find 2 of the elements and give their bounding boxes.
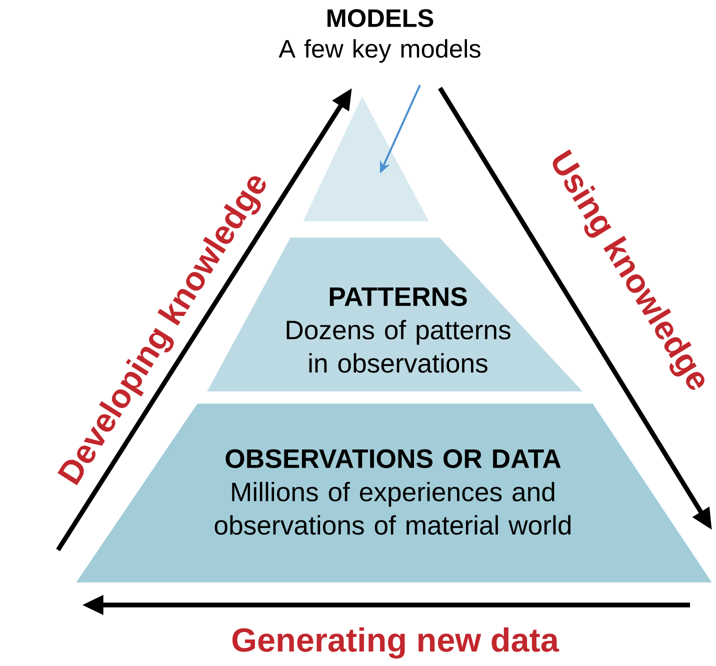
direction-label: Generating new data — [232, 627, 560, 659]
pyramid-apex-caption: MODELS A few key models — [278, 9, 480, 63]
